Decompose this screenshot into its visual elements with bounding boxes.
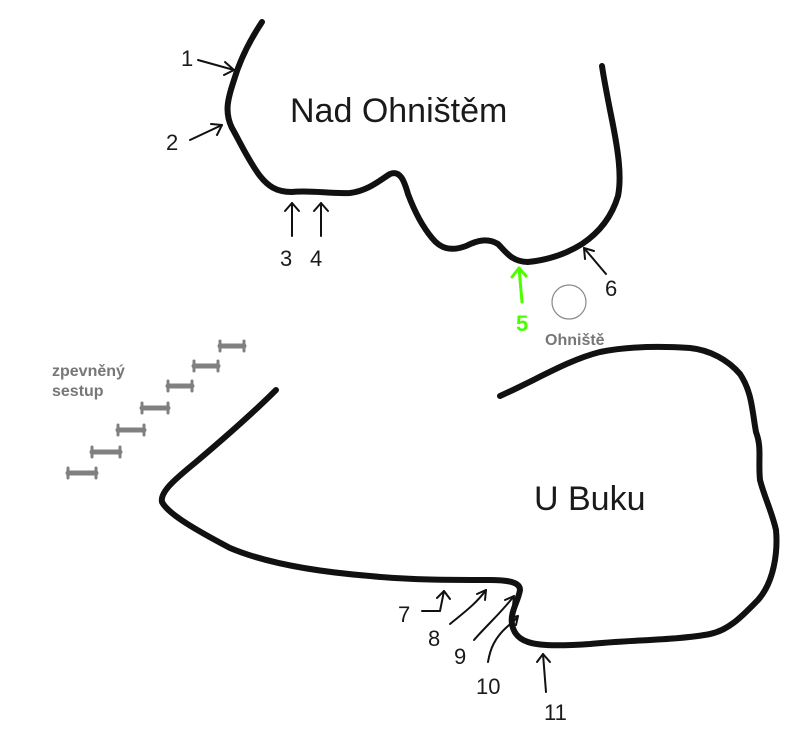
route-number-5: 5 [516, 311, 528, 336]
descent-label-line2: sestup [52, 383, 104, 400]
route-number-10: 10 [476, 674, 500, 699]
route-10-arrow-icon [487, 615, 519, 663]
descent-label-line1: zpevněný [52, 363, 125, 380]
step-icon [115, 423, 147, 437]
step-icon [89, 445, 123, 459]
route-2-arrow-icon [189, 123, 223, 141]
step-icon [217, 339, 247, 353]
route-8-arrow-icon [449, 589, 487, 625]
route-number-9: 9 [454, 644, 466, 669]
route-11-arrow-icon [536, 653, 551, 693]
sector-label-nad-ohnistem: Nad Ohništěm [290, 92, 507, 130]
route-number-2: 2 [166, 130, 178, 155]
sector-label-u-buku: U Buku [534, 480, 646, 518]
route-number-6: 6 [605, 276, 617, 301]
route-number-11: 11 [544, 700, 567, 725]
route-3-arrow-icon [284, 202, 300, 237]
route-9-arrow-icon [473, 595, 515, 641]
fireplace-circle-icon [551, 284, 587, 320]
route-6-arrow-icon [583, 247, 607, 275]
route-5-arrow-icon [510, 266, 528, 304]
rock-outline-u-buku-left [158, 343, 780, 649]
route-1-arrow-icon [197, 59, 235, 76]
fireplace-label: Ohniště [545, 332, 605, 349]
route-number-4: 4 [310, 246, 322, 271]
step-icon [165, 379, 195, 393]
route-7-arrow-icon [421, 590, 451, 612]
route-number-8: 8 [428, 626, 440, 651]
step-icon [139, 401, 171, 415]
step-icon [65, 466, 99, 480]
route-number-1: 1 [181, 46, 193, 71]
rock-outline-nad-ohnistem [224, 19, 623, 265]
reinforced-descent-steps-icon [65, 339, 247, 480]
step-icon [191, 359, 221, 373]
route-4-arrow-icon [313, 202, 329, 237]
route-number-3: 3 [280, 246, 292, 271]
route-number-7: 7 [398, 602, 410, 627]
